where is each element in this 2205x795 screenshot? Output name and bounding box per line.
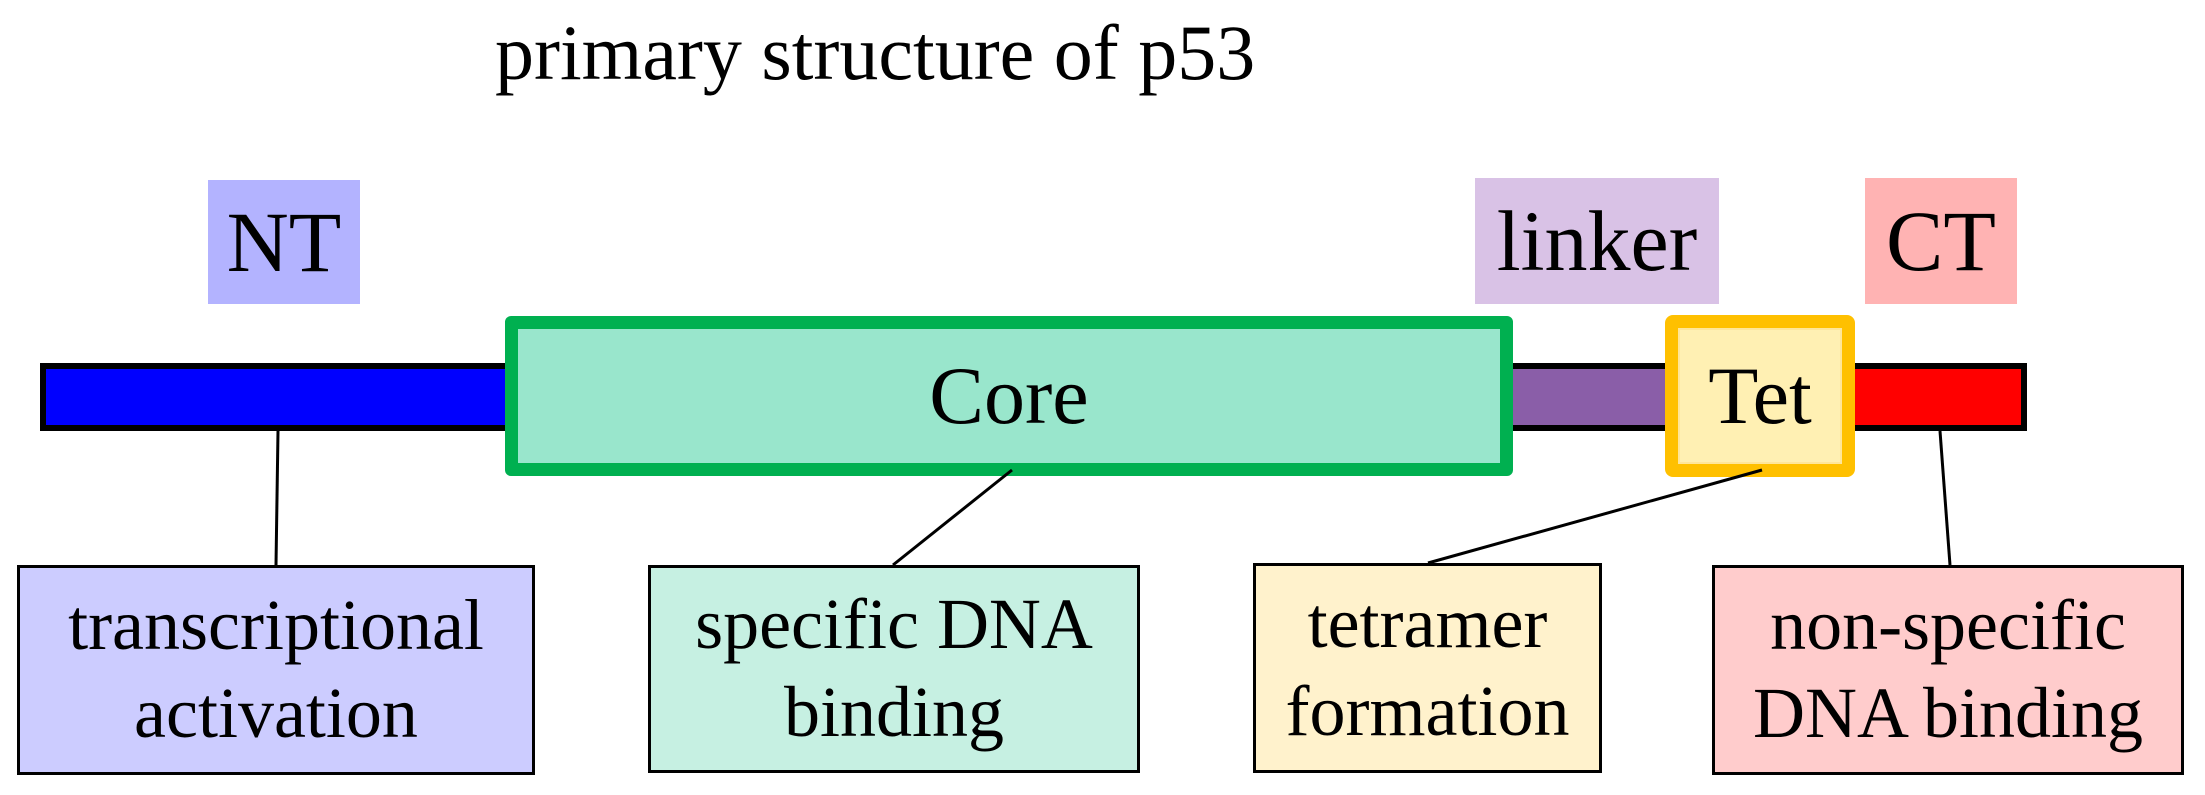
tet-domain: Tet [1665, 315, 1855, 477]
nt-function-box: transcriptional activation [17, 565, 535, 775]
ct-function-box: non-specific DNA binding [1712, 565, 2184, 775]
ct-bar-segment [1845, 363, 2027, 431]
linker-region-label: linker [1475, 178, 1719, 304]
nt-function-text: transcriptional activation [68, 585, 484, 753]
diagram-title: primary structure of p53 [495, 9, 1256, 96]
ct-connector-line [1938, 430, 1952, 566]
core-domain-label: Core [929, 350, 1089, 441]
core-function-box: specific DNA binding [648, 565, 1140, 773]
ct-function-text: non-specific DNA binding [1752, 585, 2144, 753]
nt-region-label: NT [208, 180, 360, 304]
tet-domain-label: Tet [1708, 350, 1812, 441]
nt-connector-line [274, 430, 280, 566]
ct-region-label: CT [1865, 178, 2017, 304]
core-function-text: specific DNA binding [695, 584, 1093, 752]
core-connector-line [892, 468, 1013, 567]
tet-function-box: tetramer formation [1253, 563, 1602, 773]
nt-bar-segment [40, 363, 515, 431]
tet-function-text: tetramer formation [1285, 583, 1570, 751]
core-domain: Core [505, 316, 1513, 476]
tet-connector-line [1427, 468, 1763, 565]
tet-domain-inner: Tet [1678, 328, 1842, 464]
linker-bar-segment [1505, 363, 1675, 431]
